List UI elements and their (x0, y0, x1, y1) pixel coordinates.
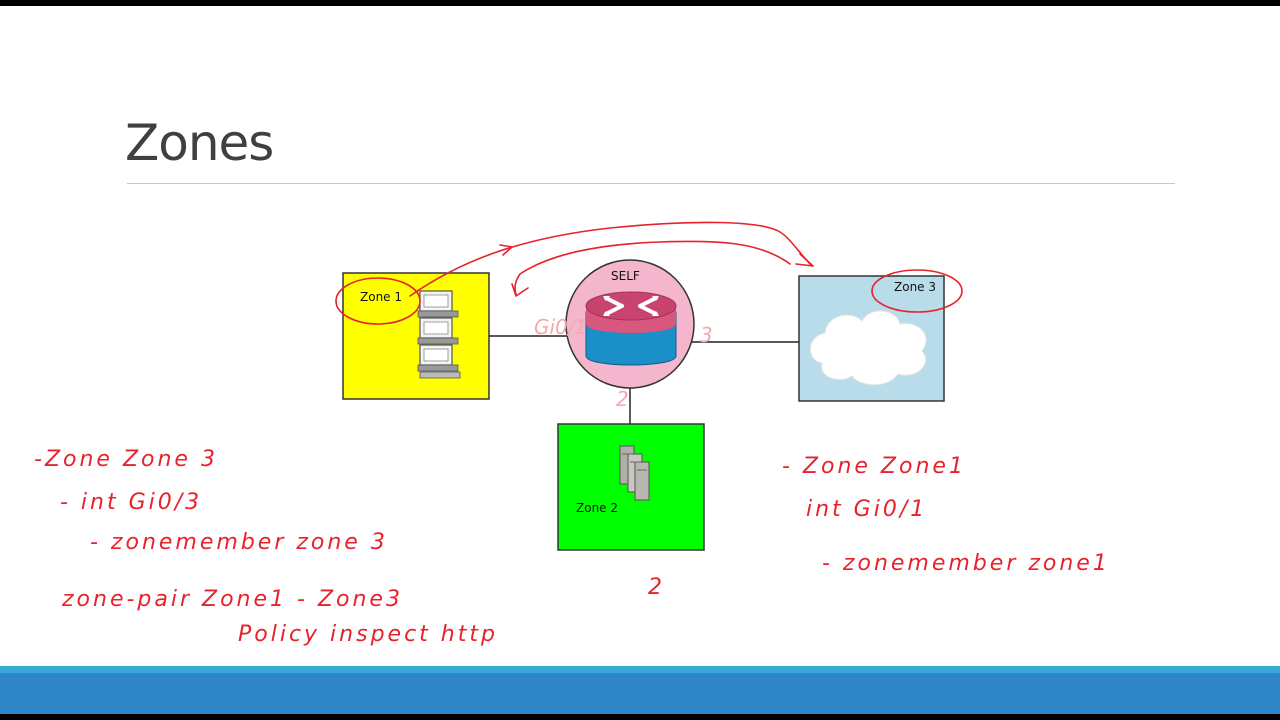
zone1-label: Zone 1 (360, 290, 402, 304)
ink-arc-right-arrowhead (795, 253, 814, 267)
servers-icon (619, 445, 650, 501)
zone1-ink-circle (335, 277, 421, 325)
note-left-line1: -Zone Zone 3 (34, 447, 218, 472)
router-if-left-label: Gi0/1 (534, 315, 587, 339)
slide-title: Zones (125, 114, 274, 172)
note-right-line2: int Gi0/1 (806, 497, 927, 522)
title-divider (127, 183, 1175, 184)
router-if-bottom-label: 2 (616, 387, 629, 411)
router-self-label: SELF (611, 269, 640, 283)
note-right-line1: - Zone Zone1 (782, 454, 966, 479)
note-bottom-2: 2 (648, 575, 665, 600)
footer-band (0, 666, 1280, 714)
note-left-line2: - int Gi0/3 (60, 490, 202, 515)
router-self: SELF (565, 259, 695, 389)
note-right-line3: - zonemember zone1 (822, 551, 1110, 576)
cloud-icon (809, 310, 927, 386)
zone2-label: Zone 2 (576, 501, 618, 515)
ink-arc-upper-arrowhead (499, 244, 513, 256)
note-left-line5: Policy inspect http (238, 622, 498, 647)
note-left-line3: - zonemember zone 3 (90, 530, 388, 555)
router-icon (585, 291, 677, 366)
router-if-right-label: 3 (700, 323, 713, 347)
network-zone-diagram: Zone 1 Zone 3 Zone 2 (34, 221, 1110, 647)
ink-arc-upper (409, 221, 813, 297)
ink-arc-lower (514, 240, 791, 295)
zone3-ink-circle (871, 269, 963, 313)
ink-arc-lower-arrowhead (511, 283, 529, 297)
zone1-box (342, 272, 490, 400)
slide: Zones Zone 1 Zone 3 Zone 2 (0, 6, 1280, 714)
zone3-label: Zone 3 (894, 280, 936, 294)
note-left-line4: zone-pair Zone1 - Zone3 (61, 587, 403, 612)
